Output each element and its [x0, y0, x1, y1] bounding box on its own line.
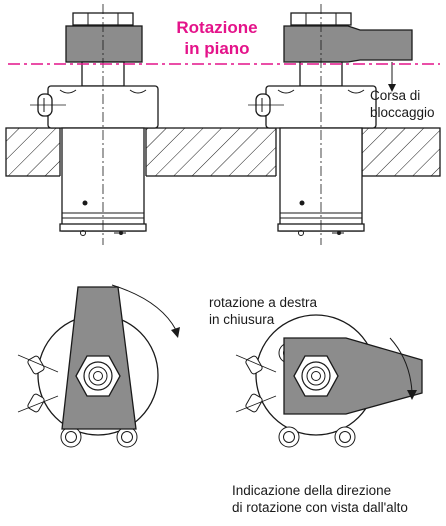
rotation-label-line1: rotazione a destra [209, 295, 318, 310]
rotation-label-line2: in chiusura [209, 312, 275, 327]
clamping-stroke-arrow [388, 62, 396, 92]
left-clamp-side-view [30, 4, 159, 245]
rotation-direction-arrow [111, 284, 180, 338]
rotation-plane-title-line1: Rotazione [176, 18, 258, 37]
clamping-stroke-label-line1: Corsa di [370, 88, 421, 103]
clamping-stroke-label-line2: bloccaggio [370, 105, 435, 120]
right-clamp-side-view [248, 4, 413, 245]
left-clamp-top-view [17, 286, 159, 448]
caption-line1: Indicazione della direzione [232, 483, 392, 498]
right-clamp-top-view [235, 314, 423, 448]
rotation-plane-title-line2: in piano [184, 39, 250, 58]
caption-line2: di rotazione con vista dall'alto [232, 500, 408, 515]
